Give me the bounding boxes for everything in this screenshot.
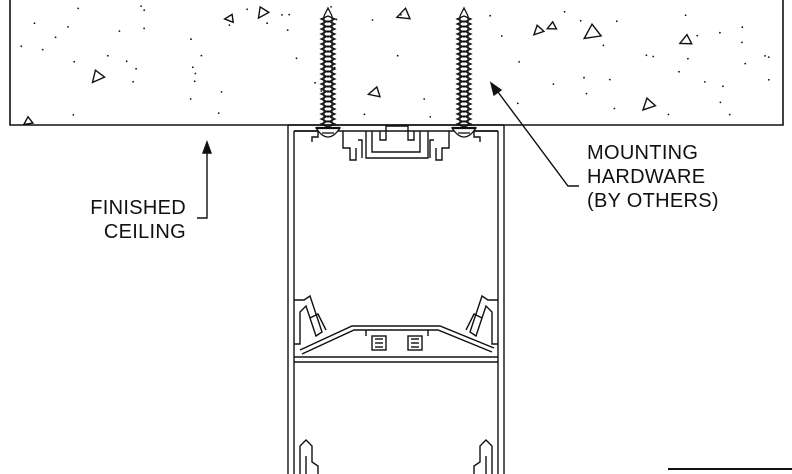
aggregate-dot <box>396 54 399 57</box>
leader-arrow <box>202 139 212 154</box>
mounting-hardware-label-line-3: (BY OTHERS) <box>587 190 719 212</box>
aggregate-dot <box>135 67 138 70</box>
aggregate-triangle <box>678 33 693 45</box>
aggregate-dot <box>191 66 194 69</box>
aggregate-dot <box>371 19 374 21</box>
aggregate-dot <box>143 9 146 12</box>
aggregate-dot <box>41 48 44 51</box>
aggregate-triangle <box>223 13 235 24</box>
aggregate-dot <box>704 81 706 83</box>
aggregate-dot <box>246 8 249 11</box>
aggregate-dot <box>190 38 192 41</box>
aggregate-dot <box>330 6 332 8</box>
aggregate-triangle <box>257 5 271 20</box>
aggregate-triangle <box>532 24 546 36</box>
aggregate-dot <box>72 114 75 116</box>
aggregate-dot <box>77 7 80 10</box>
aggregate-dot <box>583 76 585 79</box>
concrete-ceiling-slab <box>9 0 784 126</box>
aggregate-dot <box>552 83 555 85</box>
aggregate-triangle <box>582 22 603 40</box>
aggregate-dot <box>200 54 203 57</box>
aggregate-triangle <box>366 85 382 98</box>
aggregate-dot <box>741 26 744 29</box>
aggregate-dot <box>220 91 223 93</box>
aggregate-dot <box>67 26 69 28</box>
aggregate-dot <box>518 61 520 63</box>
aggregate-dot <box>140 5 143 7</box>
aggregate-dot <box>217 112 220 114</box>
aggregate-dot <box>429 116 432 118</box>
aggregate-dot <box>54 36 57 39</box>
light-fixture-extrusion <box>287 124 505 474</box>
aggregate-dot <box>608 78 611 81</box>
aggregate-dot <box>613 107 616 110</box>
mounting-hardware-leader <box>489 81 579 187</box>
aggregate-dot <box>132 80 135 83</box>
aggregate-dot <box>579 19 582 22</box>
aggregate-dot <box>767 78 770 81</box>
mounting-hardware-label: MOUNTING HARDWARE (BY OTHERS) <box>587 141 719 213</box>
aggregate-dot <box>33 22 36 25</box>
aggregate-dot <box>320 90 323 92</box>
aggregate-dot <box>728 113 731 116</box>
aggregate-dot <box>719 101 722 104</box>
aggregate-dot <box>667 113 670 116</box>
aggregate-dot <box>684 14 687 17</box>
aggregate-dot <box>744 62 747 65</box>
aggregate-dot <box>687 57 689 60</box>
aggregate-dot <box>266 22 268 25</box>
aggregate-dot <box>106 54 109 57</box>
wood-screw <box>314 6 342 138</box>
aggregate-dot <box>516 102 519 105</box>
aggregate-triangle <box>395 6 412 20</box>
finished-ceiling-label-line-2: CEILING <box>103 221 186 243</box>
finished-ceiling-label-line-1: FINISHED <box>90 197 186 219</box>
aggregate-dot <box>767 56 770 58</box>
finished-ceiling-leader <box>197 139 212 219</box>
aggregate-dot <box>363 113 366 116</box>
aggregate-dot <box>125 60 128 63</box>
aggregate-triangle <box>641 96 657 112</box>
leader-arrow <box>489 81 503 97</box>
aggregate-dot <box>228 24 231 26</box>
aggregate-dot <box>189 98 192 100</box>
mounting-hardware-label-line-2: HARDWARE <box>587 166 706 188</box>
aggregate-dot <box>288 13 291 16</box>
concrete-aggregate-texture <box>20 5 770 126</box>
aggregate-dot <box>295 57 298 60</box>
mounting-hardware-label-line-1: MOUNTING <box>587 142 699 164</box>
aggregate-dot <box>20 45 23 48</box>
aggregate-dot <box>652 55 655 58</box>
finished-ceiling-label: FINISHED CEILING <box>68 196 186 244</box>
aggregate-dot <box>423 98 426 100</box>
aggregate-dot <box>678 70 680 73</box>
aggregate-dot <box>118 30 121 32</box>
aggregate-dot <box>500 35 503 37</box>
aggregate-dot <box>73 60 76 63</box>
wood-screw <box>450 6 478 138</box>
aggregate-triangle <box>545 20 558 30</box>
aggregate-dot <box>696 34 699 37</box>
aggregate-dot <box>194 72 197 75</box>
aggregate-triangle <box>91 69 106 84</box>
aggregate-dot <box>143 27 146 30</box>
aggregate-dot <box>314 81 316 84</box>
aggregate-dot <box>764 55 766 57</box>
aggregate-dot <box>722 85 724 88</box>
aggregate-dot <box>281 14 283 16</box>
aggregate-dot <box>615 20 618 23</box>
aggregate-dot <box>602 44 605 47</box>
aggregate-dot <box>585 92 588 95</box>
aggregate-dot <box>489 14 492 17</box>
aggregate-dot <box>741 41 743 44</box>
aggregate-dot <box>286 29 289 31</box>
aggregate-dot <box>719 31 721 34</box>
aggregate-dot <box>645 54 648 57</box>
aggregate-triangle <box>22 115 35 126</box>
aggregate-dot <box>563 10 566 13</box>
aggregate-dot <box>400 13 402 16</box>
aggregate-dot <box>193 80 196 83</box>
